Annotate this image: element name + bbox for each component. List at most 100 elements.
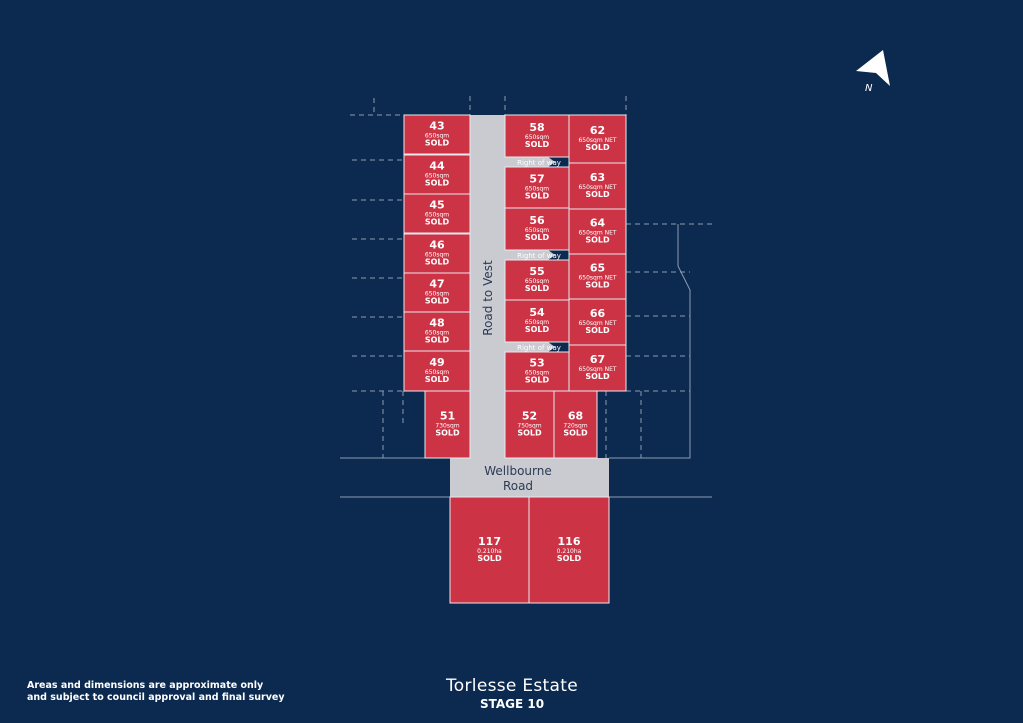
lot-area: 650sqm <box>425 133 449 140</box>
lot-shape[interactable] <box>449 496 530 604</box>
lot-number: 45 <box>429 199 444 212</box>
lot-area: 650sqm <box>525 278 549 285</box>
lot-status: SOLD <box>435 429 460 438</box>
neighbour-boundaries <box>350 96 712 458</box>
lot-number: 116 <box>558 535 581 548</box>
lot-status: SOLD <box>585 236 610 245</box>
lot-shape[interactable] <box>403 114 471 155</box>
lot-number: 65 <box>590 262 605 275</box>
lot-status: SOLD <box>425 336 450 345</box>
lot-area: 650sqm NET <box>578 137 616 144</box>
lot-status: SOLD <box>425 375 450 384</box>
lot-status: SOLD <box>585 143 610 152</box>
lot-shape[interactable] <box>403 233 471 274</box>
lot-status: SOLD <box>585 281 610 290</box>
lot-shape[interactable] <box>568 114 627 164</box>
disclaimer: Areas and dimensions are approximate onl… <box>27 680 285 704</box>
lot-shape[interactable] <box>568 162 627 210</box>
lot-shape[interactable] <box>504 390 555 459</box>
lot-status: SOLD <box>517 429 542 438</box>
lot-status: SOLD <box>425 139 450 148</box>
lot-number: 44 <box>429 160 445 173</box>
lot-status: SOLD <box>525 233 550 242</box>
lot-number: 55 <box>529 265 544 278</box>
lot-shape[interactable] <box>403 154 471 195</box>
lot-area: 650sqm <box>425 173 449 180</box>
lot-number: 58 <box>529 121 544 134</box>
lot-status: SOLD <box>525 192 550 201</box>
lot-shape[interactable] <box>403 350 471 392</box>
lot-shape[interactable] <box>504 299 570 343</box>
estate-name: Torlesse Estate <box>446 676 578 696</box>
road-to-vest <box>450 115 505 458</box>
lot-shape[interactable] <box>568 253 627 300</box>
lot-shape[interactable] <box>568 298 627 346</box>
lot-area: 650sqm <box>425 252 449 259</box>
lot-number: 63 <box>590 171 605 184</box>
lot-shape[interactable] <box>504 259 570 301</box>
lot-shape[interactable] <box>424 390 471 459</box>
lot-status: SOLD <box>525 140 550 149</box>
lot-status: SOLD <box>585 372 610 381</box>
right-of-way-label: Right of way <box>517 159 561 167</box>
right-of-way-strip <box>505 342 555 352</box>
right-of-way-label: Right of way <box>517 344 561 352</box>
lot-area: 650sqm NET <box>578 230 616 237</box>
lot-number: 66 <box>590 307 606 320</box>
lot-area: 650sqm <box>525 227 549 234</box>
lot-shape[interactable] <box>403 311 471 352</box>
right-of-way-strip <box>505 250 555 260</box>
lot-number: 47 <box>429 278 444 291</box>
north-arrow-icon <box>856 50 890 86</box>
lot-status: SOLD <box>425 297 450 306</box>
lot-area: 650sqm <box>525 134 549 141</box>
lot-area: 650sqm <box>525 319 549 326</box>
lot-area: 650sqm NET <box>578 275 616 282</box>
lot-status: SOLD <box>477 554 502 563</box>
lot-shape[interactable] <box>553 390 598 459</box>
lot-area: 650sqm NET <box>578 366 616 373</box>
roads: Right of way Right of way Right of way R… <box>450 115 609 497</box>
lot-shape[interactable] <box>504 207 570 251</box>
lot-area: 750sqm <box>517 423 541 430</box>
lot-status: SOLD <box>563 429 588 438</box>
lot-shape[interactable] <box>568 344 627 392</box>
lot-area: 650sqm <box>425 212 449 219</box>
right-of-way-label: Right of way <box>517 252 561 260</box>
lot-shape[interactable] <box>403 272 471 313</box>
lot-number: 54 <box>529 306 545 319</box>
lot-status: SOLD <box>425 179 450 188</box>
lot-area: 650sqm <box>425 330 449 337</box>
lot-shape[interactable] <box>403 193 471 234</box>
lot-area: 650sqm <box>525 370 549 377</box>
lot-number: 52 <box>522 410 537 423</box>
lot-status: SOLD <box>585 190 610 199</box>
lot-shape[interactable] <box>528 496 610 604</box>
north-arrow: N <box>856 50 890 94</box>
